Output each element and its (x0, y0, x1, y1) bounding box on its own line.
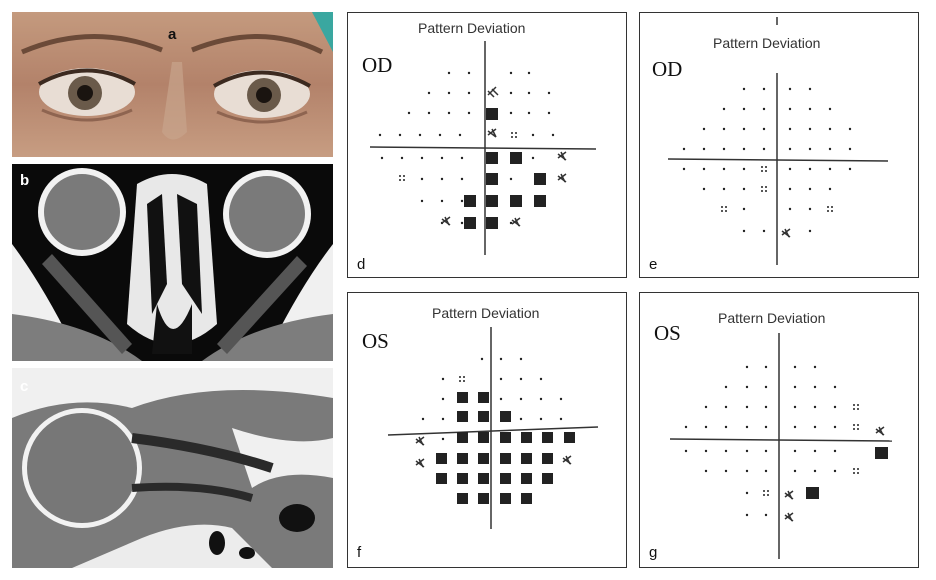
visual-field-title: Pattern Deviation (718, 310, 826, 326)
eye-label: OS (654, 321, 681, 345)
panel-label-f: f (357, 544, 362, 561)
hatched-symbols (441, 86, 567, 227)
visual-field-title: Pattern Deviation (418, 20, 526, 36)
eye-label: OD (652, 57, 683, 81)
pattern-deviation-plot-d (369, 41, 597, 255)
pattern-deviation-plot-g (669, 333, 893, 559)
pattern-deviation-plot-f (387, 327, 599, 529)
sagittal-ct-panel: c (12, 368, 333, 568)
eye-label: OD (362, 53, 393, 77)
panel-label-b: b (20, 172, 30, 189)
visual-field-g: Pattern Deviation OS g (639, 292, 919, 568)
pattern-deviation-plot-e (667, 17, 889, 265)
visual-field-f: Pattern Deviation OS f (347, 292, 627, 568)
axial-ct-image (12, 164, 333, 361)
panel-label-g: g (649, 544, 658, 561)
sagittal-ct-image (12, 368, 333, 568)
visual-field-e: Pattern Deviation OD e (639, 12, 919, 278)
panel-label-d: d (357, 256, 366, 273)
eyes-photo (12, 12, 333, 157)
visual-field-title: Pattern Deviation (432, 305, 540, 321)
panel-label-e: e (649, 256, 658, 273)
axial-ct-panel: b (12, 164, 333, 361)
defect-squares (464, 108, 546, 229)
panel-label-a: a (168, 26, 177, 43)
photo-eyes-panel: a (12, 12, 333, 157)
double-dot-symbols (399, 132, 517, 181)
visual-field-d: Pattern Deviation OD d (347, 12, 627, 278)
eye-label: OS (362, 329, 389, 353)
dots (378, 71, 555, 225)
visual-field-title: Pattern Deviation (713, 35, 821, 51)
panel-label-c: c (20, 378, 29, 395)
